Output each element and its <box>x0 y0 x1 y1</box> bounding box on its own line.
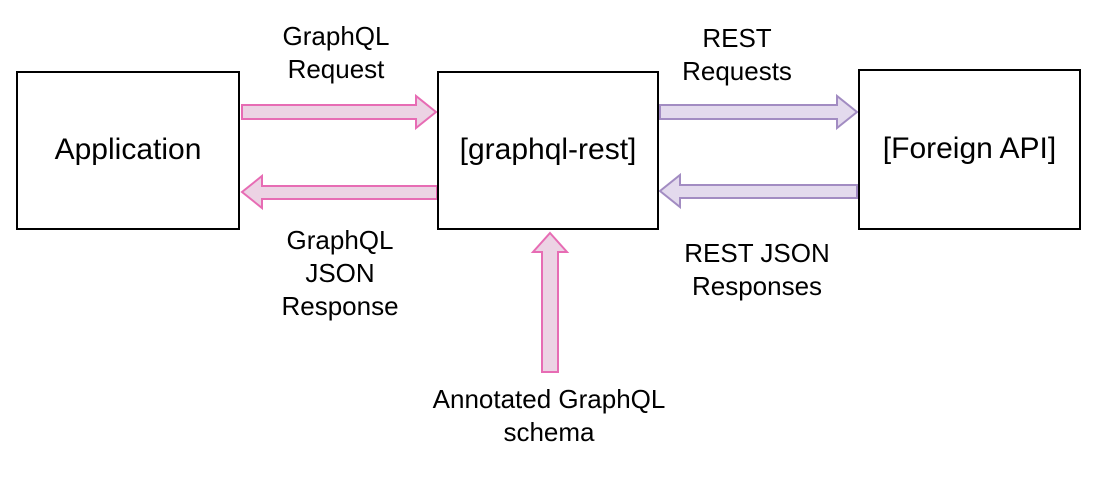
node-foreign-api-label: [Foreign API] <box>882 132 1057 166</box>
node-application-label: Application <box>54 133 202 167</box>
arrow-rest-requests-icon <box>659 93 859 131</box>
node-application: Application <box>16 71 240 230</box>
arrow-graphql-request-icon <box>241 93 438 131</box>
edge-label-rest-requests: REST Requests <box>682 23 792 86</box>
arrow-schema-up-icon <box>530 231 570 373</box>
node-foreign-api: [Foreign API] <box>858 69 1081 230</box>
edge-label-rest-responses: REST JSON Responses <box>684 238 830 301</box>
edge-label-graphql-request: GraphQL Request <box>282 21 390 84</box>
arrow-graphql-response-icon <box>240 173 438 211</box>
edge-label-graphql-response: GraphQL JSON Response <box>281 225 399 321</box>
node-graphql-rest: [graphql-rest] <box>437 71 659 230</box>
edge-label-annotated-schema: Annotated GraphQL schema <box>432 384 666 447</box>
arrow-rest-responses-icon <box>658 172 858 210</box>
node-graphql-rest-label: [graphql-rest] <box>459 133 637 167</box>
